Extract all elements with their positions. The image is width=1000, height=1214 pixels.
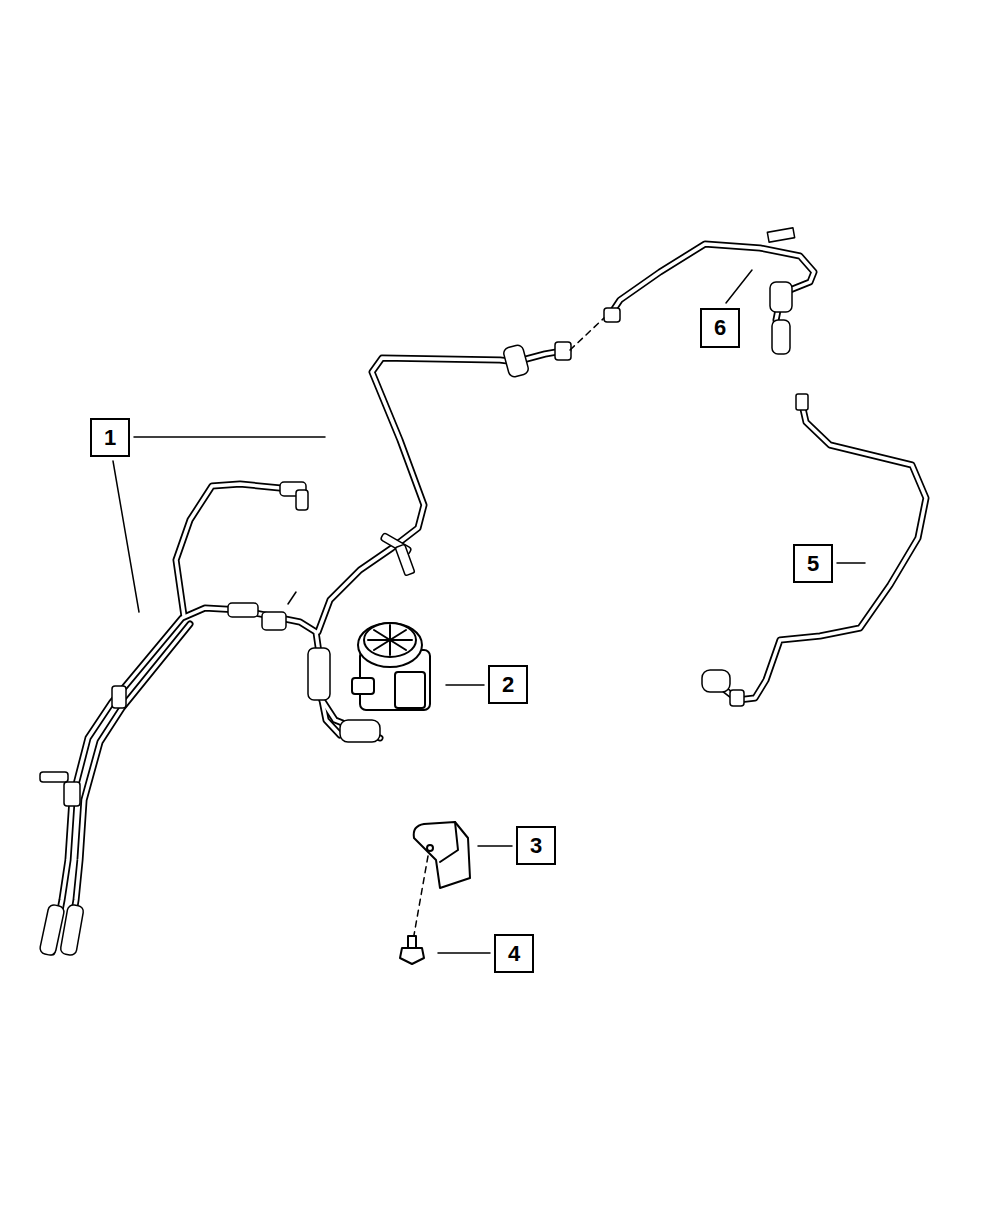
callout-box: 2 [488,665,528,704]
callout-number: 3 [530,835,542,857]
callout-number: 2 [502,674,514,696]
bolt [400,936,424,964]
tube-fill [52,244,926,952]
bracket [414,822,470,888]
callout-number: 4 [508,943,520,965]
callout-box: 4 [494,934,534,973]
hose-ends [39,228,808,956]
leader-lines [113,270,865,953]
purge-valve [352,623,430,710]
callout-number: 1 [104,427,116,449]
callout-box: 5 [793,544,833,583]
callout-box: 6 [700,308,740,348]
callout-number: 5 [807,553,819,575]
tube-outline [52,244,926,952]
callout-box: 3 [516,826,556,865]
callout-number: 6 [714,317,726,339]
dashed-guide [570,318,604,350]
callout-box: 1 [90,418,130,457]
